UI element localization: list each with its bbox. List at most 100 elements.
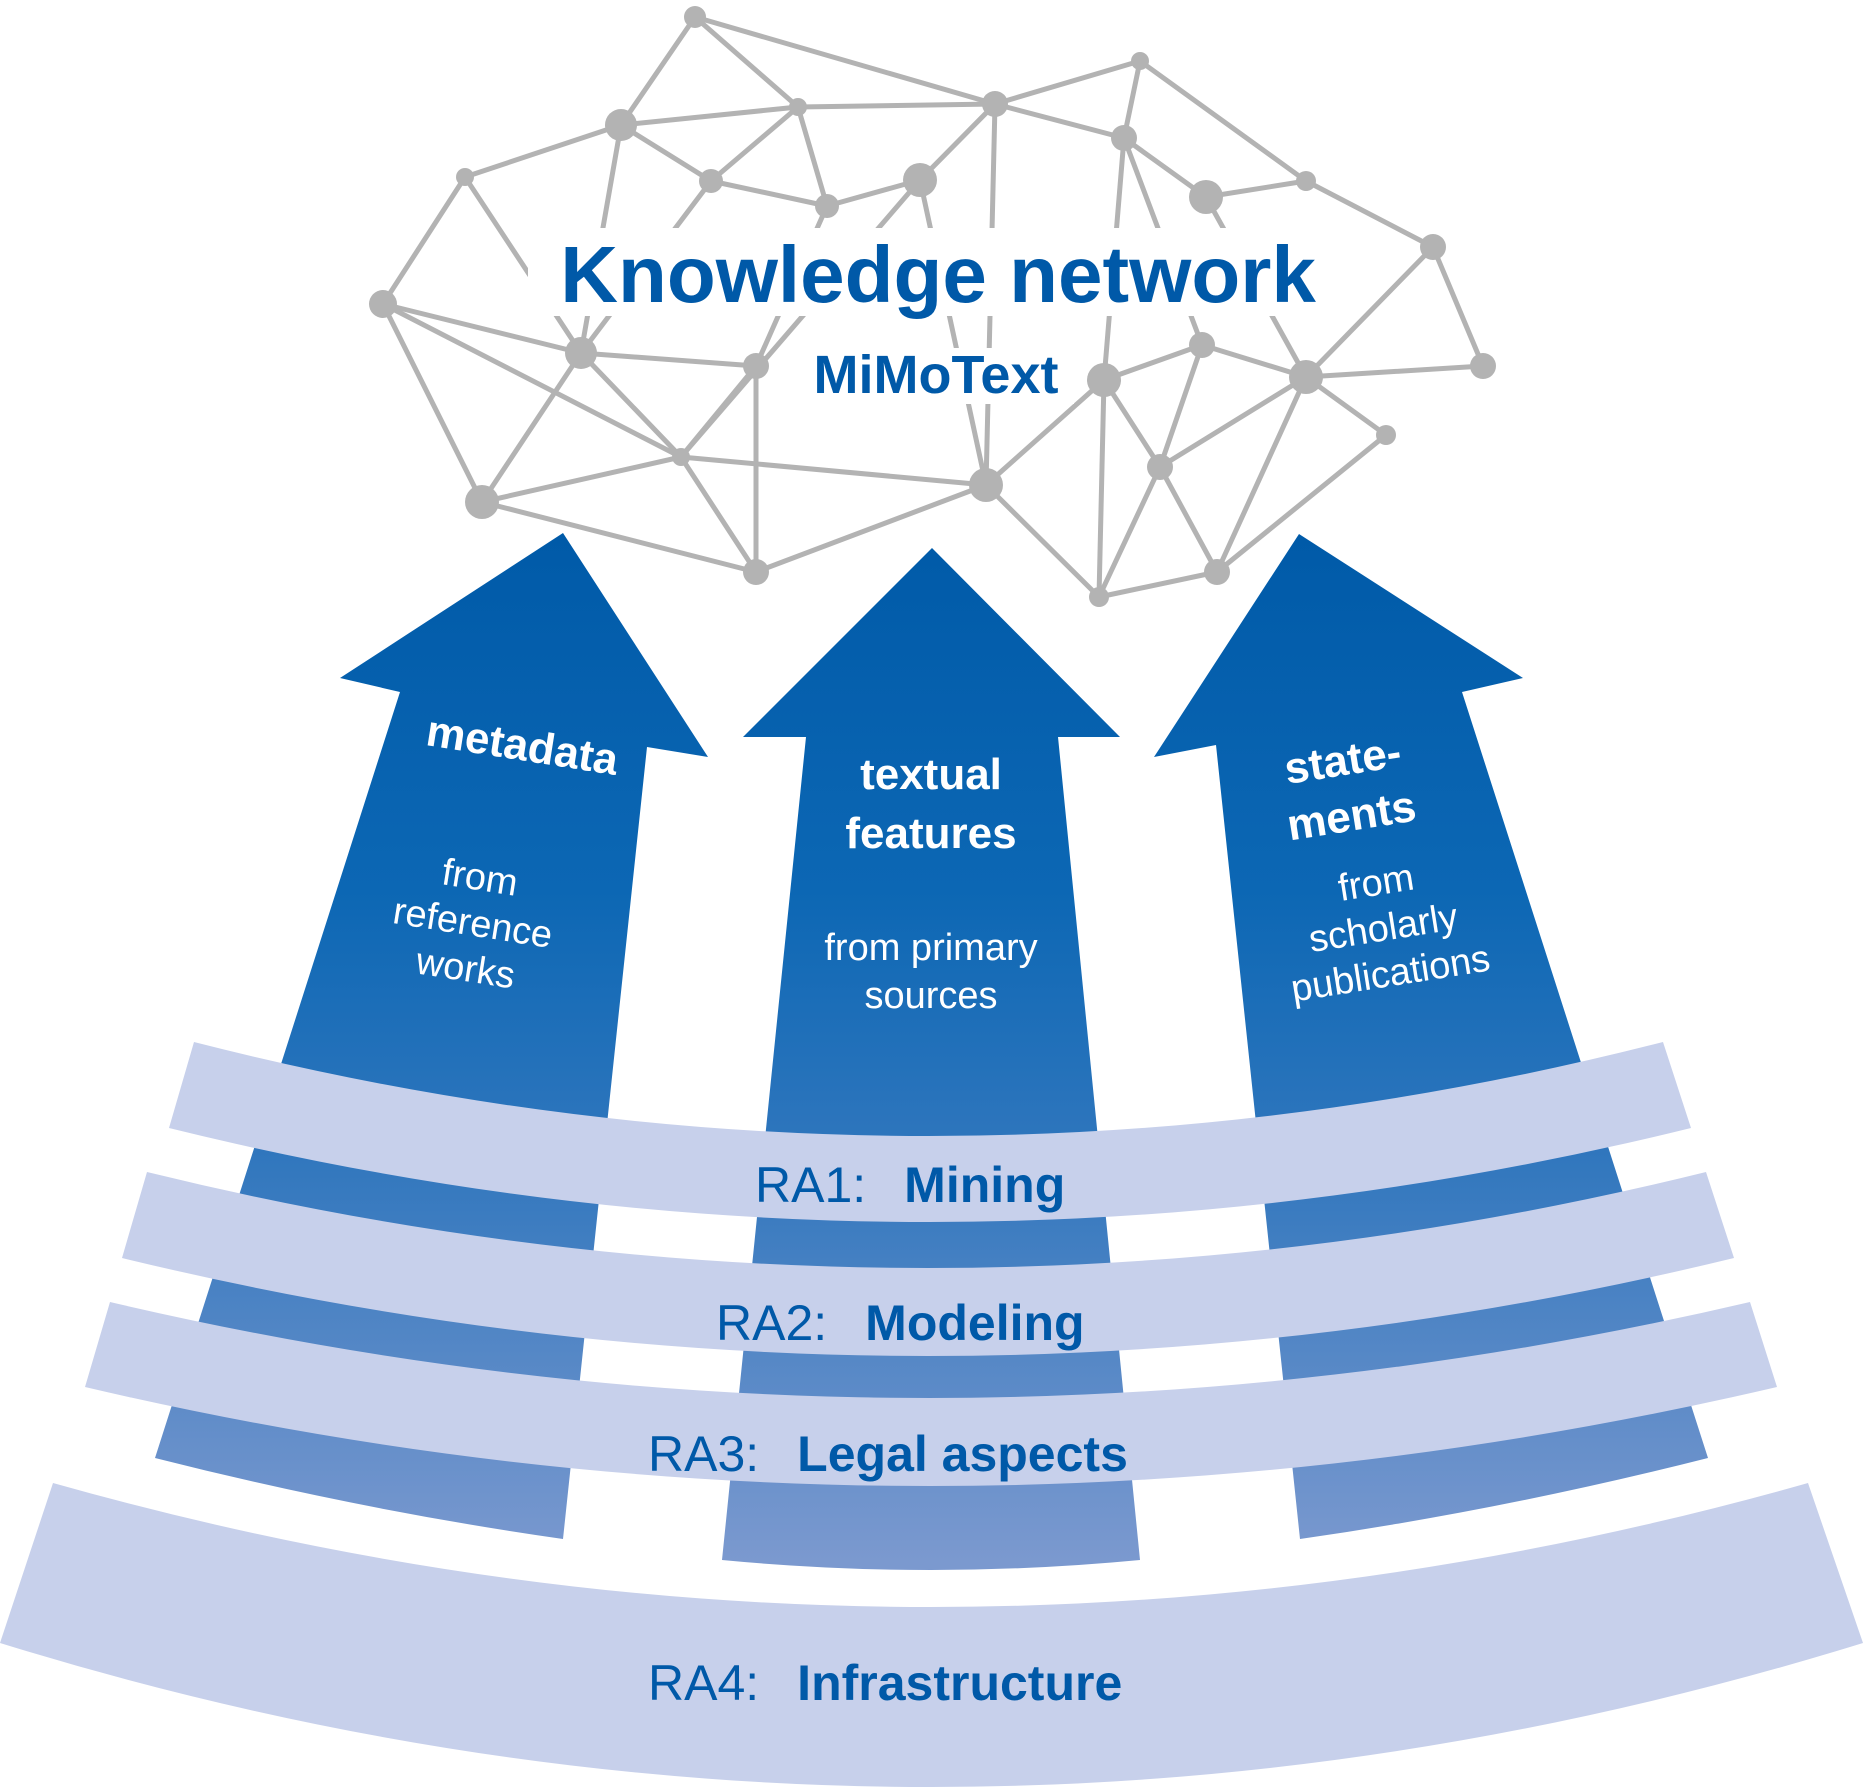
network-node bbox=[1376, 425, 1396, 445]
network-edge bbox=[1199, 342, 1309, 380]
network-node bbox=[1189, 180, 1223, 214]
network-edge bbox=[380, 301, 684, 460]
band-ra3-prefix: RA3: bbox=[648, 1426, 759, 1482]
network-edge bbox=[578, 350, 759, 369]
network-edge bbox=[795, 101, 998, 110]
band-ra4-label: RA4: Infrastructure bbox=[648, 1655, 1122, 1711]
network-node bbox=[903, 163, 937, 197]
network-edge bbox=[1430, 244, 1486, 369]
network-edge bbox=[1303, 178, 1436, 250]
network-title: Knowledge network bbox=[560, 230, 1316, 319]
network-node bbox=[982, 91, 1008, 117]
network-edge bbox=[983, 377, 1107, 488]
arrow-statements-labels: state- ments from scholarly publications bbox=[1281, 727, 1493, 1010]
band-ra1-label: RA1: Mining bbox=[755, 1157, 1065, 1213]
band-ra1-name: Mining bbox=[904, 1157, 1065, 1213]
network-edge bbox=[678, 363, 759, 460]
network-node bbox=[789, 98, 807, 116]
network-edge bbox=[917, 177, 989, 488]
band-ra3-text: RA3:Legal aspects bbox=[648, 1426, 1128, 1482]
network-edge bbox=[380, 301, 485, 505]
band-ra2-name: Modeling bbox=[865, 1295, 1084, 1351]
network-edge bbox=[462, 174, 584, 356]
arrow-textual-labels: textual features from primary sources bbox=[824, 750, 1037, 1017]
band-ra2 bbox=[122, 1172, 1734, 1356]
network-node bbox=[1147, 454, 1173, 480]
network-edge bbox=[1121, 58, 1143, 141]
network-edge bbox=[1137, 58, 1309, 184]
network-node bbox=[1296, 171, 1316, 191]
band-ra1-text: RA1: Mining bbox=[755, 1157, 1065, 1213]
band-ra4-text: RA4: Infrastructure bbox=[648, 1655, 1122, 1711]
network-node bbox=[1189, 332, 1215, 358]
band-ra4-name: Infrastructure bbox=[797, 1655, 1122, 1711]
network-edge bbox=[992, 58, 1143, 107]
band-ra3 bbox=[85, 1302, 1777, 1486]
band-ra4 bbox=[0, 1483, 1863, 1787]
network-edge bbox=[708, 178, 830, 209]
network-node bbox=[456, 168, 474, 186]
arrow-textual-sub-line2: sources bbox=[864, 975, 997, 1017]
network-node bbox=[1111, 125, 1137, 151]
network-edge bbox=[1214, 432, 1389, 575]
network-edge bbox=[1096, 569, 1220, 600]
network-edge bbox=[1157, 374, 1309, 470]
network-node bbox=[1204, 559, 1230, 585]
network-node bbox=[1289, 360, 1323, 394]
network-edge bbox=[1101, 342, 1205, 383]
band-ra4-prefix: RA4: bbox=[648, 1655, 759, 1711]
network-edge bbox=[380, 301, 584, 356]
band-ra2-label: RA2: Modeling bbox=[716, 1295, 1085, 1351]
network-node bbox=[815, 194, 839, 218]
network-edge bbox=[462, 122, 624, 180]
network-edge bbox=[678, 454, 989, 488]
network-edge bbox=[708, 104, 801, 184]
network-node bbox=[743, 559, 769, 585]
network-edge bbox=[1214, 374, 1309, 575]
network-node bbox=[1420, 234, 1446, 260]
network-edge bbox=[578, 350, 684, 460]
network-edge bbox=[917, 101, 998, 183]
network-node bbox=[1089, 587, 1109, 607]
network-node bbox=[699, 169, 723, 193]
network-node bbox=[1470, 353, 1496, 379]
arrow-textual-heading-line1: textual bbox=[860, 750, 1002, 799]
network-node bbox=[743, 353, 769, 379]
network-edge bbox=[1157, 342, 1205, 470]
network-edge bbox=[1157, 464, 1220, 575]
network-node bbox=[605, 109, 637, 141]
network-edge bbox=[618, 104, 801, 128]
band-ra1 bbox=[169, 1042, 1691, 1222]
band-ra2-text: RA2: Modeling bbox=[716, 1295, 1085, 1351]
network-nodes bbox=[369, 6, 1496, 607]
network-node bbox=[565, 337, 597, 369]
network-edge bbox=[479, 454, 684, 505]
band-ra1-prefix: RA1: bbox=[755, 1157, 866, 1213]
network-edge bbox=[1303, 363, 1486, 380]
band-ra2-prefix: RA2: bbox=[716, 1295, 827, 1351]
network-edge bbox=[479, 350, 584, 505]
research-area-bands bbox=[0, 1042, 1863, 1787]
network-edge bbox=[479, 499, 759, 575]
network-node bbox=[1131, 52, 1149, 70]
title-group: Knowledge network MiMoText bbox=[528, 228, 1350, 405]
network-edge bbox=[678, 454, 759, 575]
network-edge bbox=[753, 482, 989, 575]
network-edge bbox=[992, 101, 1127, 141]
network-node bbox=[369, 290, 397, 318]
network-node bbox=[672, 448, 690, 466]
network-edge bbox=[795, 104, 830, 209]
network-edge bbox=[618, 14, 698, 128]
arrow-textual-heading-line2: features bbox=[845, 809, 1016, 858]
network-edge bbox=[1096, 377, 1107, 600]
network-node bbox=[465, 485, 499, 519]
network-edge bbox=[380, 174, 468, 307]
network-edge bbox=[1303, 244, 1436, 380]
network-subtitle: MiMoText bbox=[814, 345, 1059, 405]
network-edge bbox=[1101, 377, 1163, 470]
network-edge bbox=[983, 482, 1102, 600]
network-node bbox=[684, 6, 706, 28]
arrow-textual-sub-line1: from primary bbox=[824, 927, 1037, 969]
